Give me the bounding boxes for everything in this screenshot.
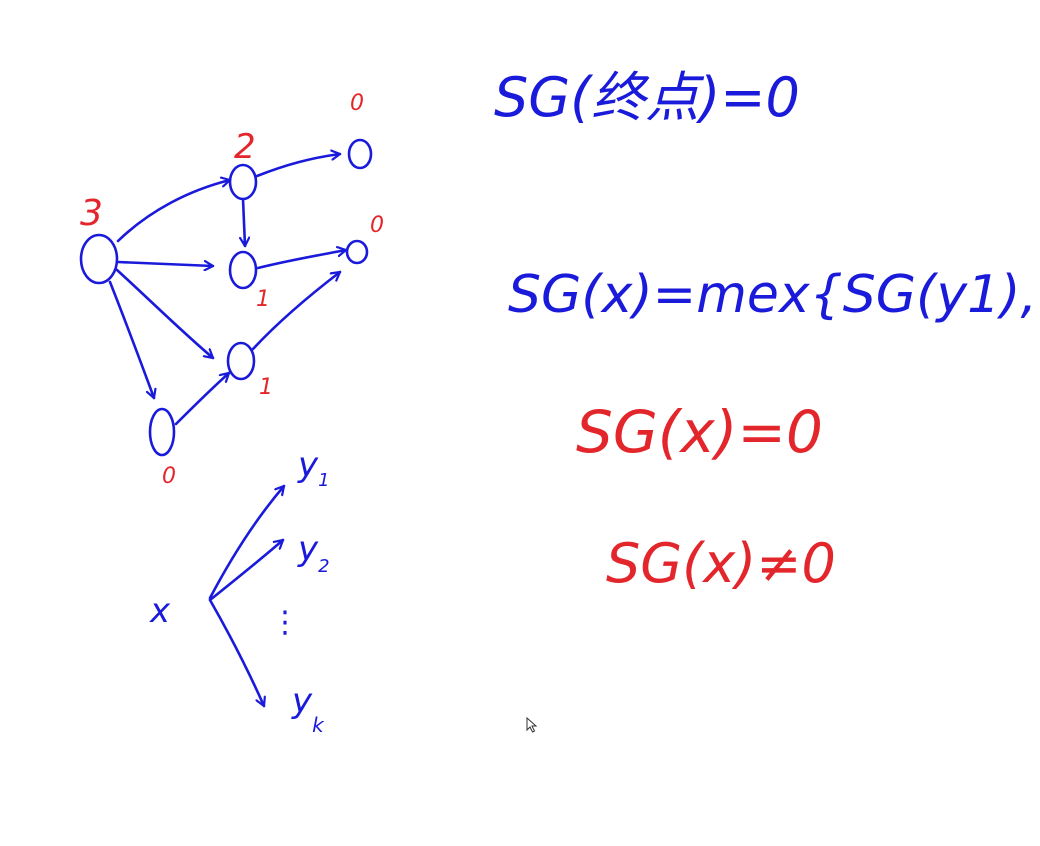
formula-terminal: SG(终点)=0	[494, 66, 800, 129]
sg-label-b: 2	[234, 127, 256, 167]
fanout-arrow-k	[208, 598, 264, 708]
edge-b-c	[255, 154, 342, 178]
sg-label-a: 3	[80, 193, 103, 234]
formula-mex: SG(x)=mex{SG(y1),	[508, 265, 1037, 325]
fanout-arrow-1	[208, 484, 286, 600]
fanout-source-label: x	[149, 591, 171, 631]
edge-a-b	[116, 180, 232, 243]
sg-label-d: 1	[256, 287, 270, 312]
sg-label-g: 0	[162, 464, 176, 489]
edge-f-e	[251, 270, 342, 351]
fanout-ellipsis: ⋮	[270, 605, 300, 640]
game-graph: 3 2 0 1 0 1 0	[79, 91, 384, 489]
fanout-sketch: x y1 y2 ⋮ yk	[149, 445, 330, 737]
edge-a-f	[115, 268, 215, 360]
node-e	[345, 239, 369, 265]
edge-b-d	[243, 197, 245, 248]
formula-lose: SG(x)=0	[576, 398, 823, 466]
edge-d-e	[256, 250, 348, 270]
sg-label-c: 0	[350, 91, 364, 116]
sg-label-f: 1	[259, 375, 273, 400]
sg-label-e: 0	[370, 213, 384, 238]
node-g	[148, 407, 176, 457]
fanout-arrow-2	[208, 538, 285, 602]
fanout-target-k: yk	[291, 681, 325, 737]
node-d	[228, 250, 258, 290]
formulas: SG(终点)=0 SG(x)=mex{SG(y1), SG(x)=0 SG(x)…	[494, 66, 1037, 595]
node-a	[79, 233, 119, 285]
node-b	[228, 163, 258, 201]
fanout-target-2: y2	[297, 529, 330, 577]
node-c	[347, 138, 373, 170]
edge-a-d	[116, 262, 215, 266]
fanout-target-1: y1	[297, 445, 330, 491]
mouse-pointer-icon	[526, 717, 538, 733]
node-f	[226, 341, 256, 381]
edge-a-g	[108, 280, 154, 400]
formula-win: SG(x)≠0	[606, 532, 836, 595]
edge-g-f	[174, 371, 231, 426]
